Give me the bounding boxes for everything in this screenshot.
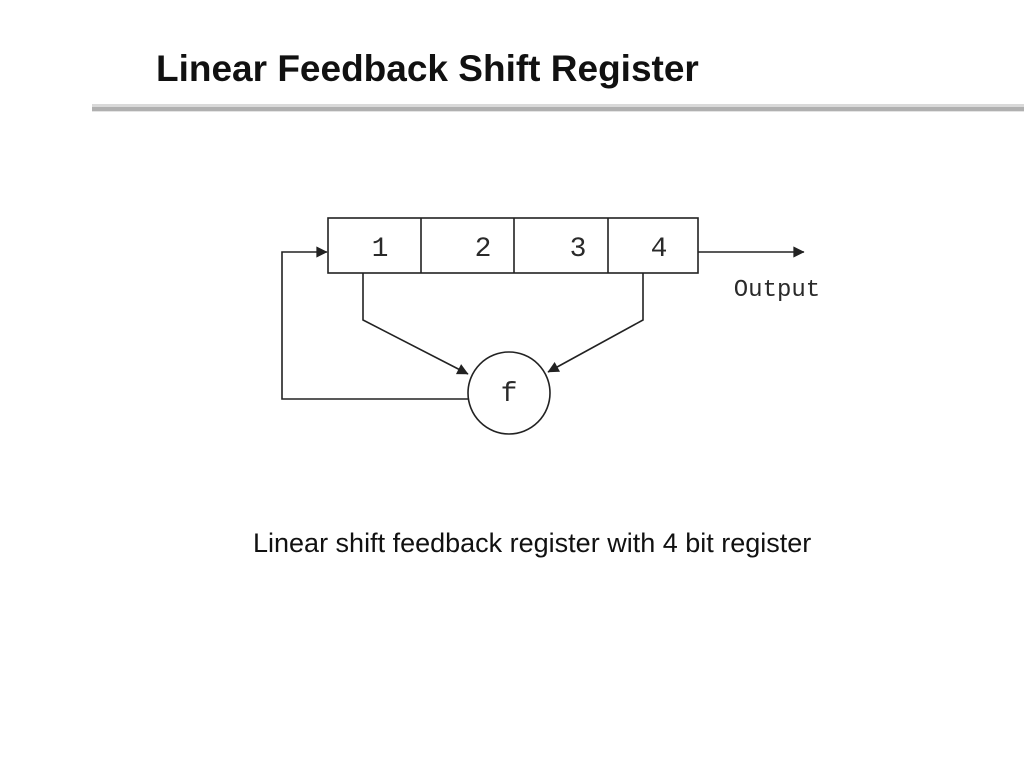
tap-cell1-arrow — [362, 273, 469, 375]
title-rule-dark-band — [92, 107, 1024, 111]
function-label: f — [501, 379, 518, 410]
title-rule-light-band — [92, 104, 1024, 107]
title-rule — [92, 104, 1024, 112]
register-box — [327, 217, 699, 274]
cell-4-label: 4 — [651, 234, 668, 265]
output-label: Output — [734, 277, 820, 304]
slide-caption: Linear shift feedback register with 4 bi… — [253, 528, 812, 558]
feedback-function-node — [467, 351, 551, 435]
feedback-loop-arrow — [281, 246, 468, 400]
slide-title: Linear Feedback Shift Register — [156, 48, 699, 89]
title-rule-highlight-band — [92, 111, 1024, 112]
cell-3-label: 3 — [570, 234, 587, 265]
cell-1-label: 1 — [372, 234, 389, 265]
cell-2-label: 2 — [475, 234, 492, 265]
tap-cell4-arrow — [547, 273, 644, 373]
